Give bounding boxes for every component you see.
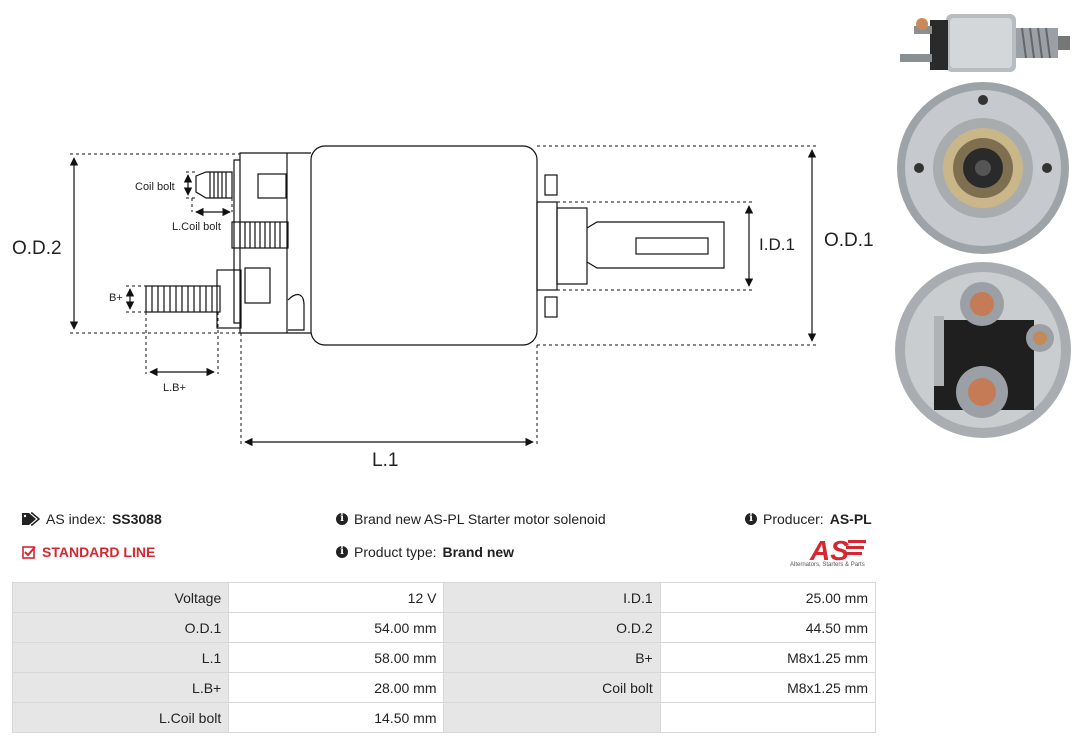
spec-label: L.1 [11,642,230,673]
spec-label: B+ [443,642,661,673]
spec-value: 14.50 mm [228,702,445,733]
coil-bolt-drawing [195,171,233,199]
product-type-row: i Product type: Brand new [336,543,514,561]
product-type-value: Brand new [442,544,515,560]
spec-value: 54.00 mm [228,612,445,643]
spec-label: O.D.2 [443,612,661,643]
table-row: L.B+ 28.00 mm Coil bolt M8x1.25 mm [11,672,877,703]
b-plus-label: B+ [109,292,123,304]
producer-value: AS-PL [829,511,872,527]
spec-label [443,702,661,733]
spec-value: 44.50 mm [659,612,877,643]
table-row: Voltage 12 V I.D.1 25.00 mm [11,582,877,613]
info-icon: i [336,513,348,525]
od2-label: O.D.2 [12,238,62,259]
check-square-icon [22,546,36,559]
table-row: L.Coil bolt 14.50 mm [11,702,877,733]
as-pl-logo: AS [809,535,866,566]
plunger [586,221,725,269]
product-photo-side [900,14,1070,72]
spec-value: 58.00 mm [228,642,445,673]
spec-label: Coil bolt [443,672,661,703]
solenoid-body [310,145,538,346]
l-coil-bolt-label: L.Coil bolt [172,221,221,233]
b-plus-bolt-drawing [145,269,242,329]
product-photo-back [895,262,1071,438]
solenoid-dimension-diagram: O.D.2 O.D.1 I.D.1 L.1 Coil bolt L.Coil b… [12,145,874,471]
spec-value: M8x1.25 mm [659,672,877,703]
svg-text:AS: AS [809,535,849,566]
logo-tagline: Alternators, Starters & Parts [790,562,865,568]
spec-value: M8x1.25 mm [659,642,877,673]
table-row: L.1 58.00 mm B+ M8x1.25 mm [11,642,877,673]
producer-label: Producer: [763,511,824,527]
table-row: O.D.1 54.00 mm O.D.2 44.50 mm [11,612,877,643]
specifications-table: Voltage 12 V I.D.1 25.00 mm O.D.1 54.00 … [11,582,877,733]
id1-label: I.D.1 [759,235,795,254]
standard-line-label: STANDARD LINE [42,544,156,560]
as-index-value: SS3088 [111,511,162,527]
spec-value: 28.00 mm [228,672,445,703]
spec-label: L.B+ [11,672,230,703]
spec-value: 25.00 mm [659,582,877,613]
l1-label: L.1 [372,450,398,471]
info-icon: i [745,513,757,525]
spec-label: I.D.1 [443,582,661,613]
as-index-label: AS index: [46,511,106,527]
description-row: i Brand new AS-PL Starter motor solenoid [336,510,606,528]
spec-label: O.D.1 [11,612,230,643]
description-text: Brand new AS-PL Starter motor solenoid [354,511,606,527]
product-photo-front [897,82,1069,254]
tags-icon [22,512,40,526]
od1-label: O.D.1 [824,230,874,251]
spec-value [659,702,877,733]
standard-line-row: STANDARD LINE [22,543,155,561]
coil-bolt-label: Coil bolt [135,181,175,193]
as-index-row: AS index: SS3088 [22,510,162,528]
spec-label: Voltage [11,582,230,613]
info-icon: i [336,546,348,558]
spec-value: 12 V [228,582,445,613]
product-type-label: Product type: [354,544,437,560]
spec-label: L.Coil bolt [11,702,230,733]
l-b-plus-label: L.B+ [163,382,186,394]
producer-row: i Producer: AS-PL [745,510,872,528]
